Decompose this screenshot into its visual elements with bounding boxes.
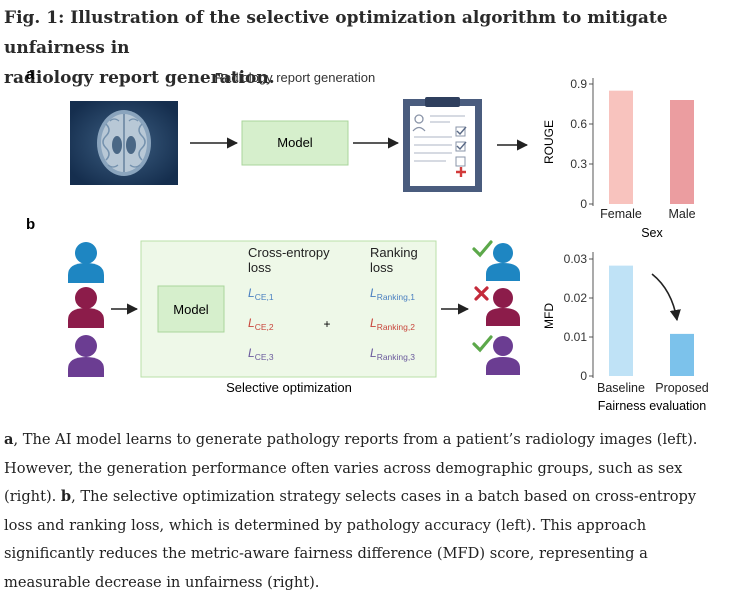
person-icon-purple [68, 335, 104, 377]
figure-title-line-1: Fig. 1: Illustration of the selective op… [4, 8, 668, 58]
brain-mri-image [70, 101, 178, 185]
person-icon-blue [68, 242, 104, 283]
caption-a-label: a [4, 431, 14, 448]
person-icon-maroon [68, 287, 104, 328]
check-icon [472, 335, 493, 353]
rank-loss-2-symbol: L [370, 316, 377, 330]
ce-loss-2: LCE,2 [248, 316, 274, 332]
rank-loss-1: LRanking,1 [370, 286, 415, 302]
person-icon-maroon-right [486, 288, 520, 326]
figure-caption: a, The AI model learns to generate patho… [4, 426, 726, 598]
mfd-category-label: Baseline [597, 381, 645, 395]
rank-loss-header: Ranking loss [370, 245, 421, 275]
person-icon-blue-right [486, 243, 520, 281]
mfd-y-tick-label: 0 [580, 369, 587, 383]
model-box-a [241, 120, 349, 166]
decrease-arrow [651, 273, 681, 322]
caption-b-label: b [60, 488, 72, 506]
check-icon [472, 240, 493, 258]
rank-header-line-1: Ranking [370, 245, 418, 260]
mfd-bar-baseline [609, 265, 633, 376]
report-clipboard-icon [403, 97, 482, 192]
figure-title-line-2: radiology report generation. [4, 68, 275, 88]
rouge-category-label: Female [600, 207, 642, 221]
rouge-y-tick-label: 0.6 [570, 117, 587, 131]
cross-icon [474, 286, 489, 301]
caption-a-text: , The AI model learns to generate pathol… [4, 431, 698, 506]
model-box-b-label: Model [173, 302, 209, 317]
rouge-y-label: ROUGE [542, 120, 556, 164]
rouge-y-tick-label: 0 [580, 197, 587, 211]
rank-loss-3-sub: Ranking,3 [377, 352, 416, 362]
ce-loss-1-symbol: L [248, 286, 255, 300]
figure-canvas: a Radiology report generation Model [26, 66, 709, 413]
ce-loss-header: Cross-entropy loss [248, 245, 333, 275]
rank-header-line-2: loss [370, 260, 394, 275]
rouge-y-tick-label: 0.9 [570, 77, 587, 91]
ce-loss-2-symbol: L [248, 316, 255, 330]
model-box-b [157, 285, 225, 333]
ce-header-line-1: Cross-entropy [248, 245, 330, 260]
ce-loss-3-symbol: L [248, 346, 255, 360]
mfd-y-tick-label: 0.02 [564, 291, 588, 305]
mfd-y-tick-label: 0.01 [564, 330, 588, 344]
plus-sign: + [323, 317, 330, 331]
rank-loss-3-symbol: L [370, 346, 377, 360]
mfd-category-label: Proposed [655, 381, 709, 395]
rank-loss-2-sub: Ranking,2 [377, 322, 416, 332]
mfd-y-label: MFD [542, 303, 556, 329]
ce-loss-2-sub: CE,2 [255, 322, 274, 332]
person-icon-purple-right [486, 336, 520, 375]
rouge-bar-female [609, 90, 633, 204]
mfd-bar-chart: MFD Fairness evaluation 0 0.01 0.02 0.03Bas… [542, 252, 709, 413]
rouge-x-label: Sex [641, 226, 663, 240]
mfd-y-tick-label: 0.03 [564, 252, 588, 266]
rouge-bar-male [670, 100, 694, 204]
model-box-a-label: Model [277, 135, 313, 150]
rouge-y-tick-label: 0.3 [570, 157, 587, 171]
ce-loss-1: LCE,1 [248, 286, 274, 302]
selective-optimization-caption: Selective optimization [226, 380, 352, 395]
ce-loss-3-sub: CE,3 [255, 352, 274, 362]
caption-b-text: , The selective optimization strategy se… [4, 488, 697, 591]
rank-loss-2: LRanking,2 [370, 316, 415, 332]
ce-loss-1-sub: CE,1 [255, 292, 274, 302]
panel-a-label: a [26, 66, 35, 83]
rank-loss-1-symbol: L [370, 286, 377, 300]
rouge-category-label: Male [668, 207, 695, 221]
rank-loss-1-sub: Ranking,1 [377, 292, 416, 302]
mfd-bar-proposed [670, 333, 694, 376]
ce-loss-3: LCE,3 [248, 346, 274, 362]
mfd-x-label: Fairness evaluation [598, 399, 706, 413]
ce-header-line-2: loss [248, 260, 272, 275]
figure-title: Fig. 1: Illustration of the selective op… [4, 3, 724, 93]
rank-loss-3: LRanking,3 [370, 346, 415, 362]
panel-b-label: b [26, 216, 35, 233]
panel-a-heading: Radiology report generation [215, 70, 375, 85]
